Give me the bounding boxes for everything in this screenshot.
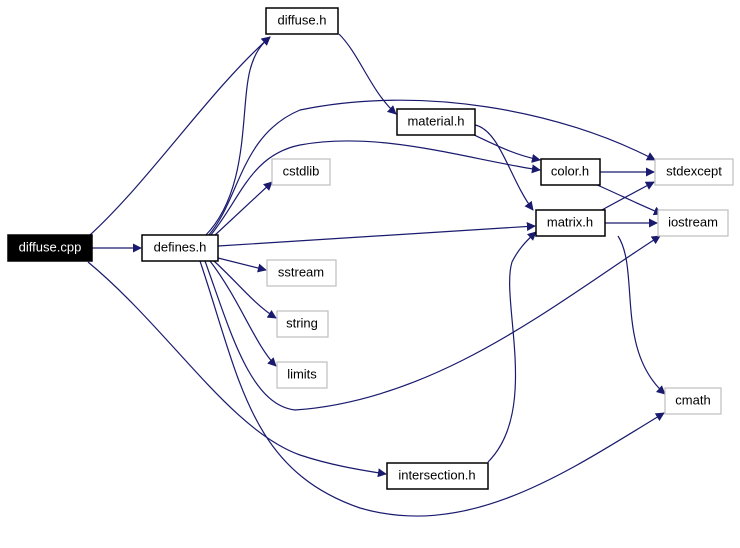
node-defines-h[interactable]: defines.h: [141, 234, 219, 262]
node-intersection-h-label: intersection.h: [398, 467, 475, 482]
node-stdexcept[interactable]: stdexcept: [654, 158, 734, 186]
edge-defines-h-to-sstream: [217, 257, 267, 273]
node-sstream-label: sstream: [278, 264, 324, 279]
edge-material-h-to-color-h: [469, 132, 541, 163]
edge-diffuse-cpp-to-diffuse-h: [89, 36, 271, 236]
edge-matrix-h-to-stdexcept: [599, 181, 655, 212]
node-color-h[interactable]: color.h: [540, 158, 601, 186]
edge-diffuse-cpp-to-intersection-h: [87, 261, 387, 478]
node-cstdlib-label: cstdlib: [283, 163, 320, 178]
edge-defines-h-to-iostream: [204, 235, 661, 411]
edge-defines-h-to-matrix-h: [217, 222, 536, 247]
edge-defines-h-to-string: [213, 260, 277, 319]
node-diffuse-cpp-label: diffuse.cpp: [19, 239, 82, 254]
node-material-h[interactable]: material.h: [396, 108, 476, 136]
node-matrix-h-label: matrix.h: [547, 214, 593, 229]
node-intersection-h[interactable]: intersection.h: [386, 462, 489, 490]
node-matrix-h[interactable]: matrix.h: [535, 209, 606, 237]
node-string[interactable]: string: [276, 310, 329, 338]
node-string-label: string: [286, 315, 318, 330]
edge-defines-h-to-cmath: [199, 260, 665, 517]
node-cmath-label: cmath: [675, 392, 710, 407]
node-limits-label: limits: [287, 366, 317, 381]
node-defines-h-label: defines.h: [154, 239, 207, 254]
edge-intersection-h-to-matrix-h: [487, 231, 537, 463]
edge-color-h-to-iostream: [594, 183, 663, 216]
node-iostream-label: iostream: [668, 214, 718, 229]
node-diffuse-h[interactable]: diffuse.h: [265, 7, 339, 35]
node-iostream[interactable]: iostream: [657, 209, 729, 237]
edge-defines-h-to-diffuse-h: [204, 36, 271, 237]
edge-defines-h-to-cstdlib: [213, 181, 273, 237]
edge-material-h-to-matrix-h: [474, 124, 534, 211]
node-color-h-label: color.h: [551, 163, 589, 178]
node-cstdlib[interactable]: cstdlib: [271, 158, 331, 186]
node-limits[interactable]: limits: [276, 361, 328, 389]
edges: [87, 33, 666, 517]
edge-defines-h-to-color-h: [209, 140, 541, 237]
nodes: diffuse.cpp defines.h diffuse.h material…: [7, 7, 734, 490]
node-cmath[interactable]: cmath: [664, 387, 722, 415]
node-diffuse-h-label: diffuse.h: [278, 12, 327, 27]
edge-diffuse-h-to-material-h: [338, 33, 397, 115]
edge-defines-h-to-limits: [209, 260, 277, 367]
node-sstream[interactable]: sstream: [266, 259, 337, 287]
edge-defines-h-to-stdexcept: [207, 99, 656, 237]
node-diffuse-cpp[interactable]: diffuse.cpp: [7, 234, 93, 262]
node-stdexcept-label: stdexcept: [666, 163, 722, 178]
edge-matrix-h-to-cmath: [617, 235, 666, 395]
node-material-h-label: material.h: [407, 113, 464, 128]
